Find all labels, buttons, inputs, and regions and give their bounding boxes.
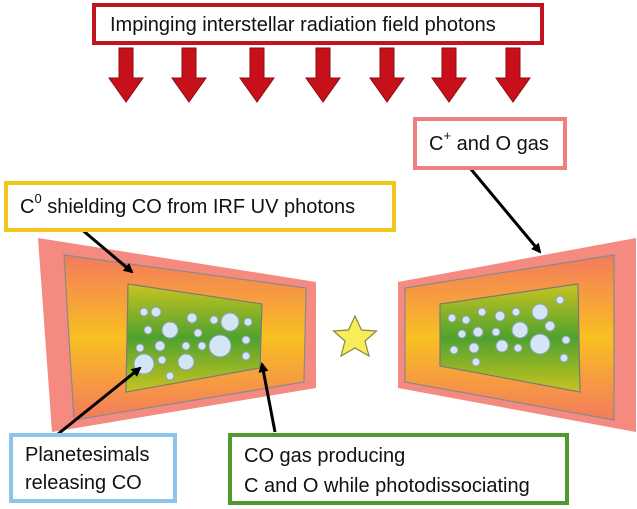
down-arrow-icon: [305, 47, 341, 103]
down-arrow-icon: [431, 47, 467, 103]
co-gas-line-1: CO gas producing: [244, 445, 406, 467]
irf-arrows: [108, 47, 531, 103]
planetesimals-line-2: releasing CO: [25, 472, 142, 494]
planetesimals-line-1: Planetesimals: [25, 444, 150, 466]
co-gas-line-2: C and O while photodissociating: [244, 475, 530, 497]
arrow-c0: [79, 226, 134, 274]
co-gas-label: CO gas producing C and O while photodiss…: [228, 433, 569, 505]
irf-label-text: Impinging interstellar radiation field p…: [110, 14, 496, 36]
pointer-arrows: [57, 167, 542, 436]
arrow-planetesimals: [57, 366, 142, 436]
down-arrow-icon: [108, 47, 144, 103]
cplus-base: C: [429, 133, 444, 155]
cplus-label: C+ and O gas: [413, 117, 567, 170]
planetesimals-label: Planetesimals releasing CO: [9, 433, 177, 503]
star-icon: [332, 314, 378, 358]
cplus-sup: +: [443, 128, 452, 144]
arrow-cplus: [468, 167, 542, 254]
down-arrow-icon: [369, 47, 405, 103]
down-arrow-icon: [495, 47, 531, 103]
down-arrow-icon: [239, 47, 275, 103]
right-grains: [447, 295, 571, 367]
arrow-co: [258, 362, 277, 433]
irf-label: Impinging interstellar radiation field p…: [92, 3, 544, 45]
down-arrow-icon: [171, 47, 207, 103]
cplus-rest: and O gas: [451, 133, 549, 155]
c0-base: C: [20, 196, 35, 218]
left-disk: [38, 238, 316, 432]
c0-sup: 0: [34, 191, 42, 207]
c0-shielding-label: C0 shielding CO from IRF UV photons: [4, 181, 396, 232]
c0-rest: shielding CO from IRF UV photons: [41, 196, 356, 218]
right-disk: [398, 238, 636, 432]
